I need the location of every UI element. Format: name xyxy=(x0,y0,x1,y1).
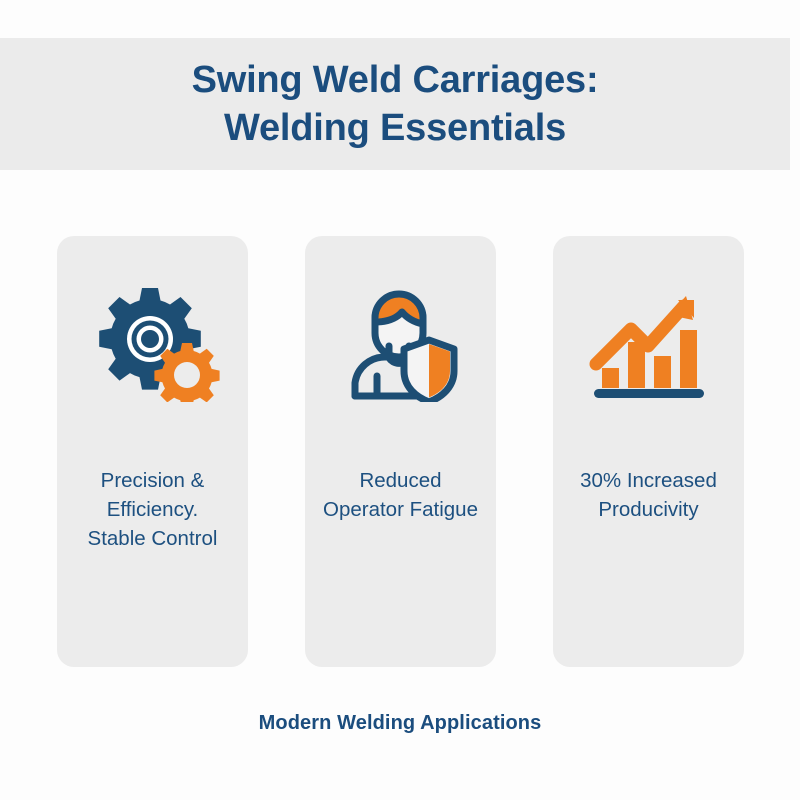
growth-chart-icon xyxy=(579,284,719,402)
feature-card-productivity[interactable]: 30% Increased Producivity xyxy=(553,236,744,667)
card-text-line: 30% Increased xyxy=(580,469,717,492)
card-text-line: Operator Fatigue xyxy=(323,498,478,521)
card-text-line: Stable Control xyxy=(87,527,218,550)
operator-shield-icon xyxy=(331,284,471,402)
feature-card-productivity-text: 30% Increased Producivity xyxy=(572,466,725,524)
card-text-line: Producivity xyxy=(598,498,699,521)
feature-card-precision-text: Precision & Efficiency. Stable Control xyxy=(80,466,226,553)
gears-icon xyxy=(83,284,223,402)
card-text-line: Efficiency. xyxy=(106,498,199,521)
feature-card-precision[interactable]: Precision & Efficiency. Stable Control xyxy=(57,236,248,667)
card-text-line: Precision & xyxy=(100,469,205,492)
header-banner: Swing Weld Carriages: Welding Essentials xyxy=(0,38,790,170)
footer-caption: Modern Welding Applications xyxy=(258,712,542,734)
feature-cards-row: Precision & Efficiency. Stable Control xyxy=(57,236,744,667)
page-title-line-2: Welding Essentials xyxy=(223,107,567,149)
feature-card-fatigue-text: Reduced Operator Fatigue xyxy=(315,466,486,524)
card-text-line: Reduced xyxy=(359,469,442,492)
page-title-line-1: Swing Weld Carriages: xyxy=(191,59,599,101)
feature-card-fatigue[interactable]: Reduced Operator Fatigue xyxy=(305,236,496,667)
